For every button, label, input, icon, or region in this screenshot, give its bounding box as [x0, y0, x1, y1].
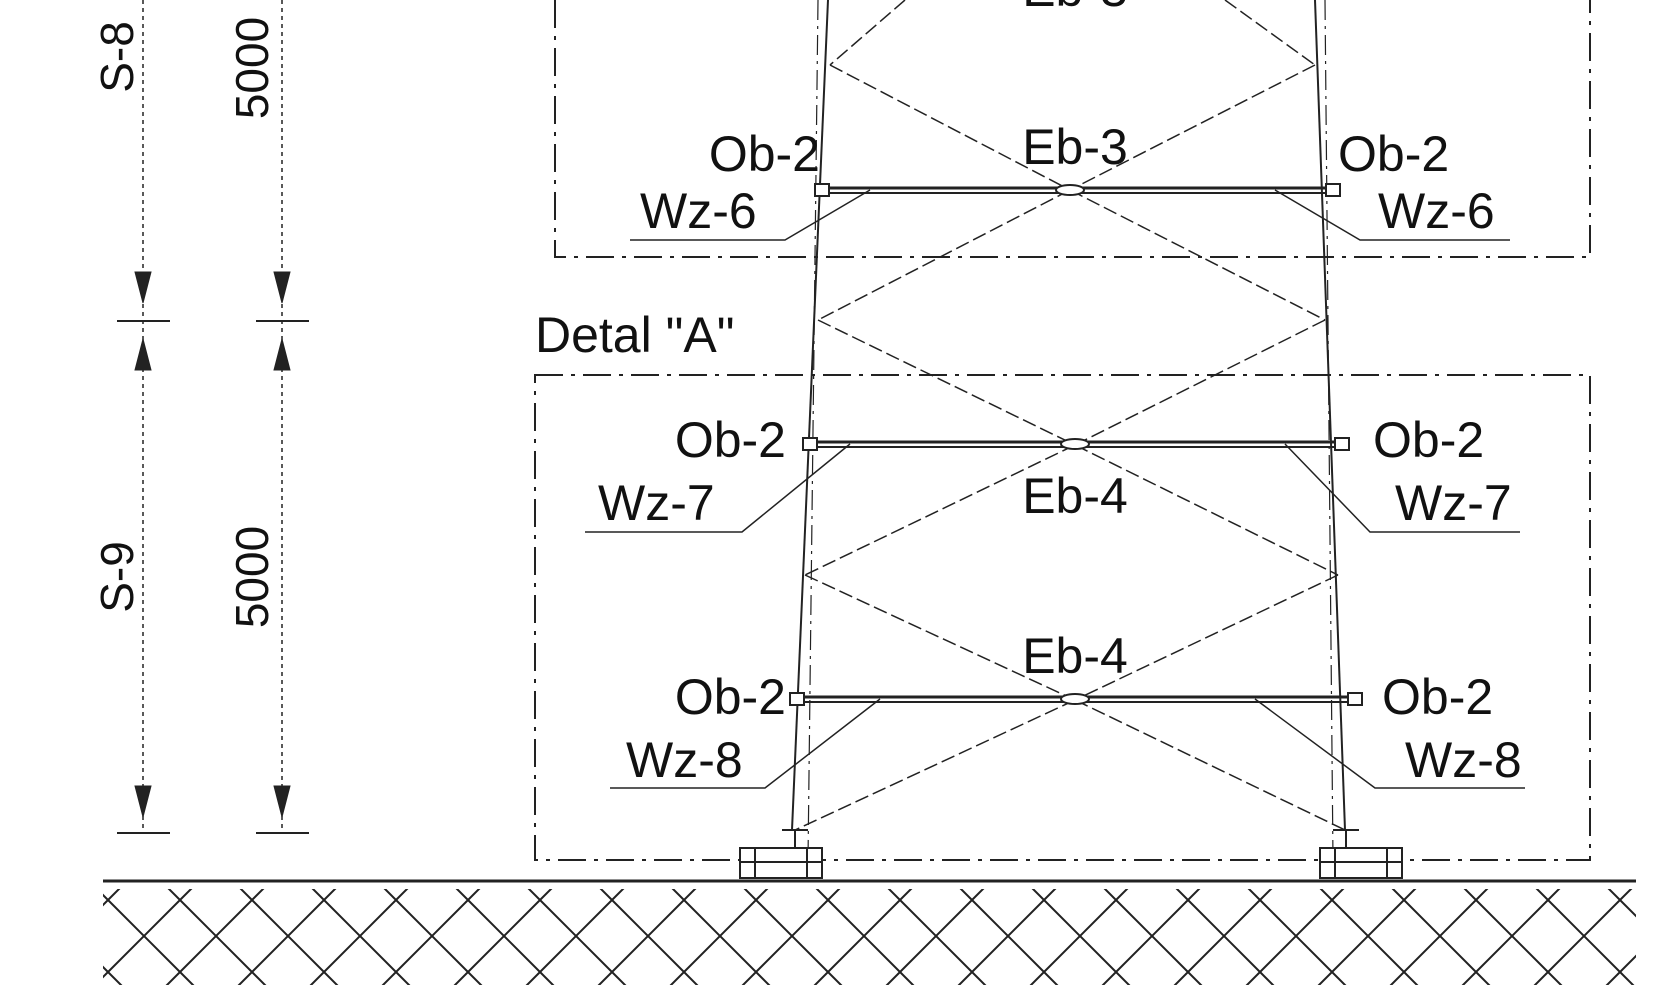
level1-right-brace-label: Wz-6 — [1378, 183, 1495, 239]
level1-left-node-label: Ob-2 — [709, 126, 820, 182]
detail-title: Detal "A" — [535, 307, 734, 363]
tower-structure — [585, 0, 1525, 879]
level3-right-brace-label: Wz-8 — [1405, 732, 1522, 788]
footing-right — [1319, 829, 1403, 879]
level3-left-node-label: Ob-2 — [675, 669, 786, 725]
level3-center-label: Eb-4 — [1022, 628, 1128, 684]
horizontal-bar-level-1 — [814, 183, 1341, 197]
tower-leg-left — [791, 0, 829, 831]
level3-right-node-label: Ob-2 — [1382, 669, 1493, 725]
dimension-lines — [117, 0, 309, 834]
ground — [103, 879, 1636, 985]
tower-leg-right — [1314, 0, 1346, 831]
footing-left — [739, 829, 823, 879]
level1-center-label: Eb-3 — [1022, 119, 1128, 175]
level2-right-node-label: Ob-2 — [1373, 412, 1484, 468]
level2-left-brace-label: Wz-7 — [598, 475, 715, 531]
segment-dimension-bottom: 5000 — [226, 526, 278, 628]
level1-right-node-label: Ob-2 — [1338, 126, 1449, 182]
level2-left-node-label: Ob-2 — [675, 412, 786, 468]
level2-right-brace-label: Wz-7 — [1395, 475, 1512, 531]
horizontal-bar-level-2 — [802, 437, 1350, 451]
level1-left-brace-label: Wz-6 — [640, 183, 757, 239]
segment-label-s9: S-9 — [91, 541, 143, 613]
segment-label-s8: S-8 — [91, 21, 143, 93]
segment-dimension-top: 5000 — [226, 17, 278, 119]
level0-center-label-clipped: Eb-3 — [1022, 0, 1128, 17]
horizontal-bar-level-3 — [789, 692, 1363, 706]
detail-frames — [534, 0, 1591, 861]
level2-center-label: Eb-4 — [1022, 468, 1128, 524]
level3-left-brace-label: Wz-8 — [626, 732, 743, 788]
